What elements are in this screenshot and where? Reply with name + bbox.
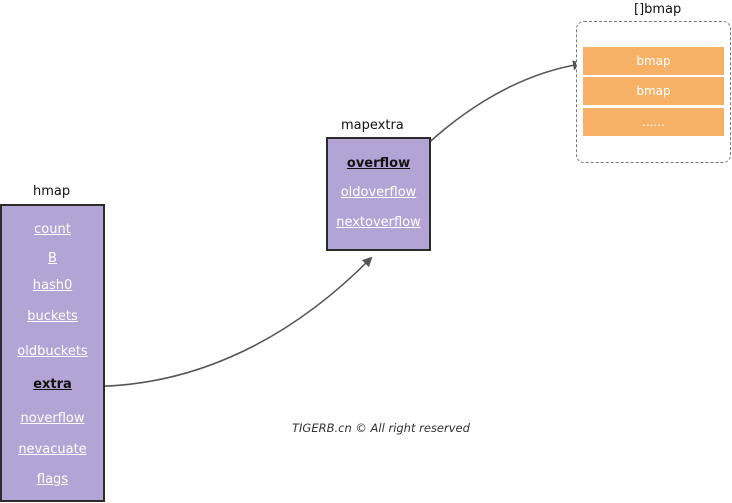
arrow-overflow-to-bmap <box>410 60 583 161</box>
arrow-extra-to-mapextra <box>73 256 373 388</box>
hmap-struct: count B hash0 buckets oldbuckets extra n… <box>0 204 105 502</box>
mapextra-struct: overflow oldoverflow nextoverflow <box>326 137 431 251</box>
hmap-field-extra[interactable]: extra <box>33 377 72 392</box>
copyright-watermark: TIGERB.cn © All right reserved <box>292 421 470 435</box>
mapextra-field-oldoverflow[interactable]: oldoverflow <box>340 185 417 200</box>
bmap-array-group: bmap bmap ...... <box>576 21 731 163</box>
mapextra-title: mapextra <box>341 118 404 133</box>
bmap-array-title: []bmap <box>634 2 682 17</box>
bmap-cell: bmap <box>583 47 724 75</box>
hmap-field-oldbuckets[interactable]: oldbuckets <box>17 344 88 359</box>
hmap-title: hmap <box>33 184 71 199</box>
mapextra-field-nextoverflow[interactable]: nextoverflow <box>336 215 421 230</box>
bmap-cell: bmap <box>583 77 724 105</box>
hmap-field-noverflow[interactable]: noverflow <box>20 411 85 426</box>
hmap-field-b[interactable]: B <box>48 251 57 266</box>
bmap-cell-ellipsis: ...... <box>583 108 724 136</box>
hmap-field-count[interactable]: count <box>34 222 71 237</box>
hmap-field-hash0[interactable]: hash0 <box>32 278 73 293</box>
hmap-field-nevacuate[interactable]: nevacuate <box>18 442 87 457</box>
hmap-field-buckets[interactable]: buckets <box>27 309 78 324</box>
hmap-field-flags[interactable]: flags <box>36 472 69 487</box>
mapextra-field-overflow[interactable]: overflow <box>346 156 411 171</box>
